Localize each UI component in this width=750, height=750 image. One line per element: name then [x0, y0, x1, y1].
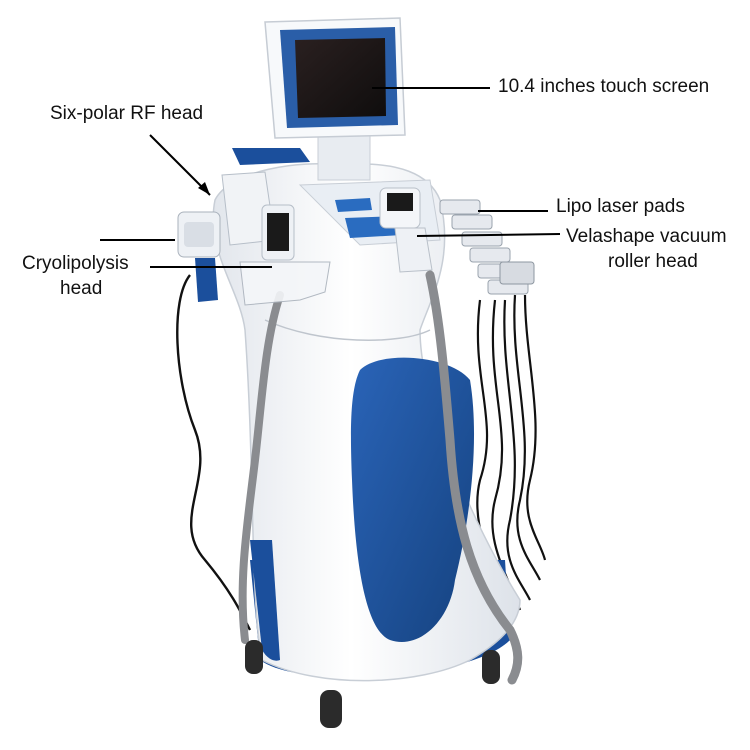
touch-screen-monitor	[264, 17, 406, 139]
caster-wheels	[245, 640, 500, 728]
velashape-label-line1: Velashape vacuum	[566, 226, 727, 247]
velashape-hose	[425, 270, 523, 685]
velashape-callout	[416, 233, 561, 237]
lipo-laser-pads	[439, 199, 535, 295]
velashape-label-line2: roller head	[608, 251, 698, 272]
cryo-hose	[238, 291, 284, 644]
rf-head-label: Six-polar RF head	[50, 103, 204, 124]
cryo-label-line1: Cryolipolysis	[22, 253, 129, 274]
lipo-pads-label: Lipo laser pads	[556, 196, 685, 217]
cryolipolysis-head	[177, 211, 221, 302]
rf-head-callout	[149, 134, 211, 196]
callout-lines	[100, 87, 561, 268]
velashape-handpiece	[379, 187, 433, 273]
touch-screen-label: 10.4 inches touch screen	[498, 76, 710, 97]
cryo-cable	[176, 274, 252, 631]
cryo-label-line2: head	[60, 278, 103, 299]
screen-display	[295, 38, 386, 118]
top-handle	[232, 148, 310, 165]
six-polar-rf-head	[221, 171, 295, 261]
front-blue-panel	[350, 357, 475, 642]
